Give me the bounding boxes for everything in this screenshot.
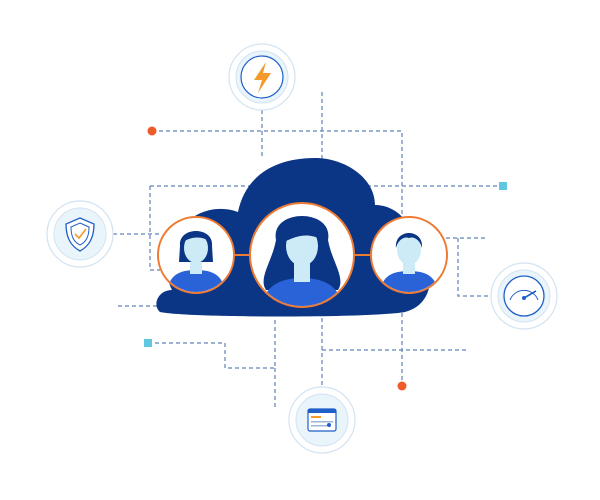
bangs bbox=[284, 225, 322, 242]
shield-node bbox=[46, 200, 114, 268]
accent-dot-top bbox=[147, 126, 157, 136]
face bbox=[397, 235, 421, 265]
hair bbox=[395, 233, 423, 248]
face bbox=[184, 233, 208, 263]
connector-bottom-left bbox=[148, 318, 276, 369]
avatar-man bbox=[370, 216, 448, 294]
shield-inner bbox=[70, 222, 90, 246]
neck bbox=[190, 260, 202, 274]
accent-square-left bbox=[144, 339, 152, 347]
accent-dot-bottom bbox=[397, 381, 407, 391]
check-mark bbox=[74, 228, 87, 240]
gauge-needle bbox=[523, 290, 537, 299]
lightning-node bbox=[228, 43, 296, 111]
avatar-woman-long-hair bbox=[249, 202, 355, 308]
shirt bbox=[381, 271, 437, 292]
dashboard-node bbox=[288, 386, 356, 454]
shirt bbox=[168, 270, 224, 292]
accent-square-right bbox=[499, 182, 507, 190]
lightning-icon bbox=[254, 62, 271, 93]
connector-speedometer bbox=[446, 237, 492, 297]
gauge-arc bbox=[509, 289, 539, 301]
connector-top-left bbox=[152, 130, 403, 220]
neck bbox=[294, 262, 310, 282]
avatar-woman-short-hair bbox=[157, 216, 235, 294]
speedometer-node bbox=[490, 262, 558, 330]
bangs bbox=[183, 231, 210, 242]
